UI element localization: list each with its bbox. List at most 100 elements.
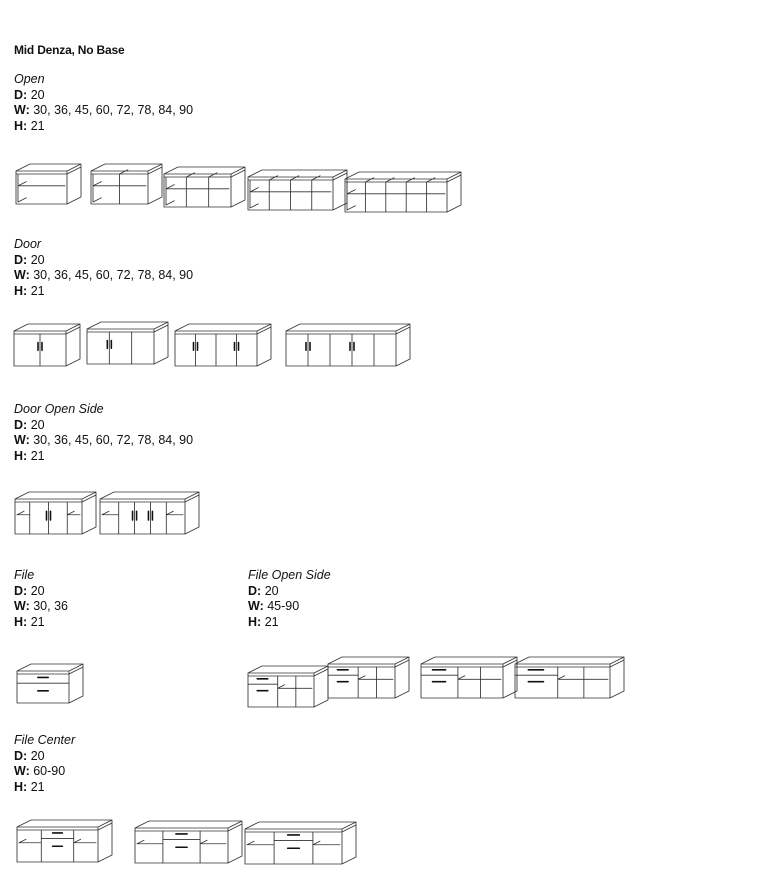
height-value: 21	[264, 614, 279, 629]
height-value: 21	[30, 779, 45, 794]
height-label: H:	[14, 448, 28, 463]
spec-file-center: File Center D: 20 W: 60-90 H: 21	[14, 733, 75, 795]
spec-file: File D: 20 W: 30, 36 H: 21	[14, 568, 68, 630]
height-value: 21	[30, 448, 45, 463]
cabinet-outline	[14, 491, 97, 535]
depth-label: D:	[14, 583, 28, 598]
cabinet-outline	[16, 819, 113, 863]
file-center-credenza-drawing	[244, 821, 357, 865]
open-credenza-drawing	[90, 163, 163, 205]
section-name: Door	[14, 237, 42, 251]
door-credenza-drawing	[86, 321, 169, 365]
depth-value: 20	[30, 252, 45, 267]
cabinet-handles	[527, 668, 545, 683]
width-value: 30, 36, 45, 60, 72, 78, 84, 90	[33, 103, 194, 117]
depth-value: 20	[30, 87, 45, 102]
depth-label: D:	[14, 252, 28, 267]
cabinet-outline	[244, 821, 357, 865]
height-label: H:	[14, 283, 28, 298]
cabinet-outline	[174, 323, 272, 367]
height-value: 21	[30, 614, 45, 629]
depth-label: D:	[14, 748, 28, 763]
depth-label: D:	[14, 87, 28, 102]
width-label: W:	[14, 764, 30, 778]
cabinet-handles	[192, 341, 240, 352]
section-name: File Open Side	[248, 568, 331, 582]
width-value: 30, 36, 45, 60, 72, 78, 84, 90	[33, 433, 194, 447]
door-open-side-credenza-drawing	[99, 491, 200, 535]
file-open-side-credenza-drawing	[420, 656, 518, 699]
cabinet-handles	[305, 341, 355, 352]
height-label: H:	[14, 779, 28, 794]
cabinet-outline	[163, 166, 246, 208]
cabinet-handles	[106, 339, 113, 350]
width-value: 60-90	[33, 764, 66, 778]
file-open-side-credenza-drawing	[514, 656, 625, 699]
spec-file-open-side: File Open Side D: 20 W: 45-90 H: 21	[248, 568, 331, 630]
width-label: W:	[14, 433, 30, 447]
depth-label: D:	[14, 417, 28, 432]
spec-door: Door D: 20 W: 30, 36, 45, 60, 72, 78, 84…	[14, 237, 193, 299]
open-credenza-drawing	[247, 169, 348, 211]
depth-value: 20	[30, 417, 45, 432]
page-title: Mid Denza, No Base	[14, 43, 125, 57]
cabinet-outline	[90, 163, 163, 205]
width-value: 30, 36	[33, 599, 68, 613]
width-label: W:	[14, 599, 30, 613]
door-credenza-drawing	[174, 323, 272, 367]
height-label: H:	[14, 118, 28, 133]
door-credenza-drawing	[285, 323, 411, 367]
open-credenza-drawing	[15, 163, 82, 205]
open-credenza-drawing	[163, 166, 246, 208]
width-value: 45-90	[267, 599, 300, 613]
depth-value: 20	[30, 748, 45, 763]
cabinet-handles	[256, 677, 269, 692]
spec-door-open-side: Door Open Side D: 20 W: 30, 36, 45, 60, …	[14, 402, 193, 464]
cabinet-handles	[336, 668, 349, 683]
cabinet-handles	[45, 510, 52, 521]
cabinet-handles	[286, 834, 301, 850]
height-label: H:	[248, 614, 262, 629]
cabinet-handles	[431, 668, 447, 683]
file-center-credenza-drawing	[16, 819, 113, 863]
open-credenza-drawing	[344, 171, 462, 213]
cabinet-outline	[86, 321, 169, 365]
file-open-side-credenza-drawing	[247, 665, 329, 708]
file-open-side-credenza-drawing	[327, 656, 410, 699]
cabinet-outline	[344, 171, 462, 213]
cabinet-handles	[37, 676, 49, 692]
width-label: W:	[248, 599, 264, 613]
height-value: 21	[30, 283, 45, 298]
cabinet-outline	[327, 656, 410, 699]
section-name: File	[14, 568, 35, 582]
door-open-side-credenza-drawing	[14, 491, 97, 535]
file-center-credenza-drawing	[134, 820, 243, 864]
depth-value: 20	[264, 583, 279, 598]
height-value: 21	[30, 118, 45, 133]
section-name: Door Open Side	[14, 402, 104, 416]
width-label: W:	[14, 268, 30, 282]
depth-value: 20	[30, 583, 45, 598]
cabinet-handles	[175, 833, 188, 849]
cabinet-outline	[420, 656, 518, 699]
door-credenza-drawing	[13, 323, 81, 367]
spec-open: Open D: 20 W: 30, 36, 45, 60, 72, 78, 84…	[14, 72, 193, 134]
cabinet-outline	[247, 169, 348, 211]
section-name: File Center	[14, 733, 76, 747]
cabinet-outline	[99, 491, 200, 535]
file-credenza-drawing	[16, 663, 84, 704]
width-value: 30, 36, 45, 60, 72, 78, 84, 90	[33, 268, 194, 282]
height-label: H:	[14, 614, 28, 629]
cabinet-outline	[247, 665, 329, 708]
section-name: Open	[14, 72, 45, 86]
cabinet-handles	[37, 341, 43, 352]
cabinet-outline	[13, 323, 81, 367]
cabinet-outline	[134, 820, 243, 864]
cabinet-outline	[15, 163, 82, 205]
cabinet-outline	[514, 656, 625, 699]
cabinet-handles	[131, 510, 154, 521]
cabinet-outline	[16, 663, 84, 704]
cabinet-handles	[51, 832, 64, 848]
width-label: W:	[14, 103, 30, 117]
cabinet-outline	[285, 323, 411, 367]
